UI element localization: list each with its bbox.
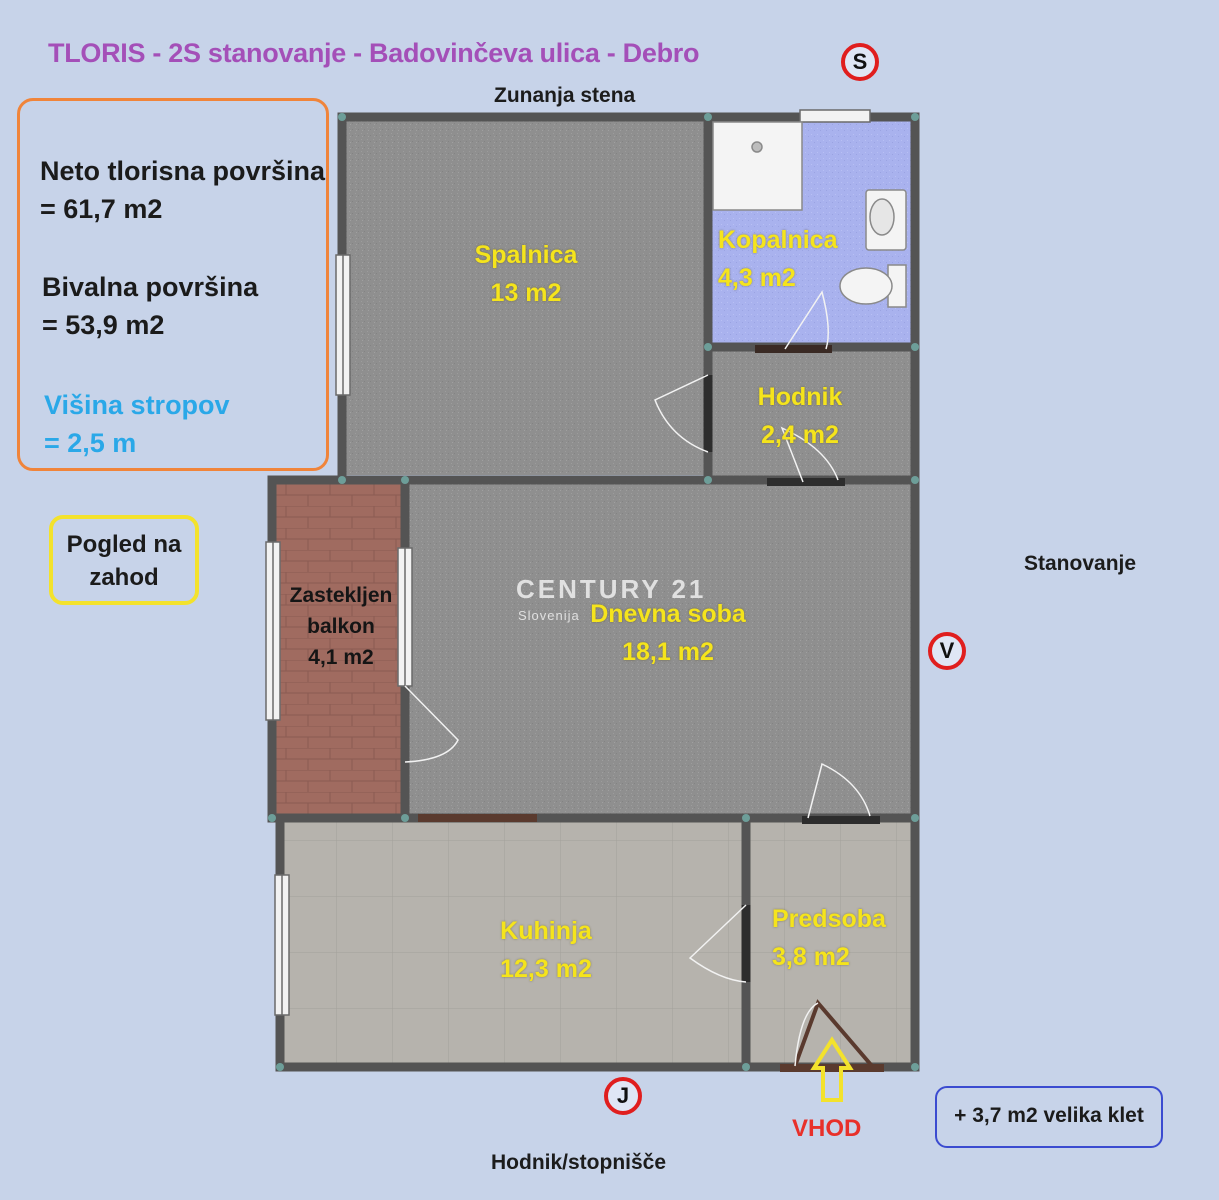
kitchen-floor <box>280 818 746 1067</box>
room-entry-label: Predsoba 3,8 m2 <box>772 900 886 976</box>
watermark-brand: CENTURY 21 <box>516 574 707 604</box>
living-area-label: Bivalna površina <box>42 272 259 302</box>
balcony-line-2: balkon <box>307 615 375 638</box>
bathroom-area: 4,3 m2 <box>718 264 796 292</box>
entry-name: Predsoba <box>772 905 886 933</box>
wall-joints <box>268 113 919 1071</box>
hallway-floor <box>708 347 915 480</box>
bedroom-name: Spalnica <box>474 241 578 269</box>
hallway-name: Hodnik <box>757 383 843 411</box>
balcony-area: 4,1 m2 <box>308 646 374 669</box>
bedroom-area: 13 m2 <box>490 279 562 307</box>
kitchen-name: Kuhinja <box>500 917 592 945</box>
corridor-label: Hodnik/stopnišče <box>491 1151 667 1174</box>
neighbor-apartment-label: Stanovanje <box>1024 552 1137 575</box>
view-line-1: Pogled na <box>66 531 182 558</box>
bathroom-window <box>799 109 871 123</box>
net-area-value: = 61,7 m2 <box>40 194 163 224</box>
entry-area: 3,8 m2 <box>772 943 850 971</box>
bedroom-floor <box>342 117 708 475</box>
entrance-label: VHOD <box>792 1115 862 1142</box>
kitchen-area: 12,3 m2 <box>500 955 592 983</box>
living-room-floor <box>405 480 915 818</box>
cellar-info-box: + 3,7 m2 velika klet <box>935 1086 1163 1148</box>
compass-north-marker: S <box>841 43 879 81</box>
outer-wall-label: Zunanja stena <box>494 84 636 107</box>
windows <box>265 109 871 1016</box>
shower-tray <box>712 121 803 211</box>
area-info-box <box>17 98 329 471</box>
compass-east-marker: V <box>928 632 966 670</box>
living-area-value: = 53,9 m2 <box>42 310 165 340</box>
doors <box>404 290 884 1072</box>
view-line-2: zahod <box>89 564 159 591</box>
balcony-floor <box>272 480 405 818</box>
room-bathroom-label: Kopalnica 4,3 m2 <box>718 221 837 297</box>
toilet-bowl <box>839 267 893 305</box>
ceiling-height-value: = 2,5 m <box>44 428 137 458</box>
entrance-arrow-icon <box>810 1036 854 1102</box>
hallway-area: 2,4 m2 <box>761 421 839 449</box>
shower-drain <box>751 141 763 153</box>
compass-south-marker: J <box>604 1077 642 1115</box>
net-area-label: Neto tlorisna površina <box>40 156 326 186</box>
plan-title: TLORIS - 2S stanovanje - Badovinčeva uli… <box>48 38 700 68</box>
room-bedroom-label: Spalnica 13 m2 <box>446 236 606 312</box>
living-area: 18,1 m2 <box>622 638 714 666</box>
bathroom-name: Kopalnica <box>718 226 838 254</box>
living-name: Dnevna soba <box>590 600 746 628</box>
balcony-line-1: Zastekljen <box>289 584 393 607</box>
watermark-sub: Slovenija <box>518 608 580 623</box>
room-balcony-label: Zastekljen balkon 4,1 m2 <box>276 580 406 673</box>
room-living-label: Dnevna soba 18,1 m2 <box>578 595 758 671</box>
ceiling-height-label: Višina stropov <box>44 390 230 420</box>
room-kitchen-label: Kuhinja 12,3 m2 <box>466 912 626 988</box>
room-hallway-label: Hodnik 2,4 m2 <box>740 378 860 454</box>
view-direction-box: Pogled na zahod <box>49 515 199 605</box>
entry-floor <box>746 818 915 1067</box>
bathroom-fixtures <box>712 121 907 308</box>
